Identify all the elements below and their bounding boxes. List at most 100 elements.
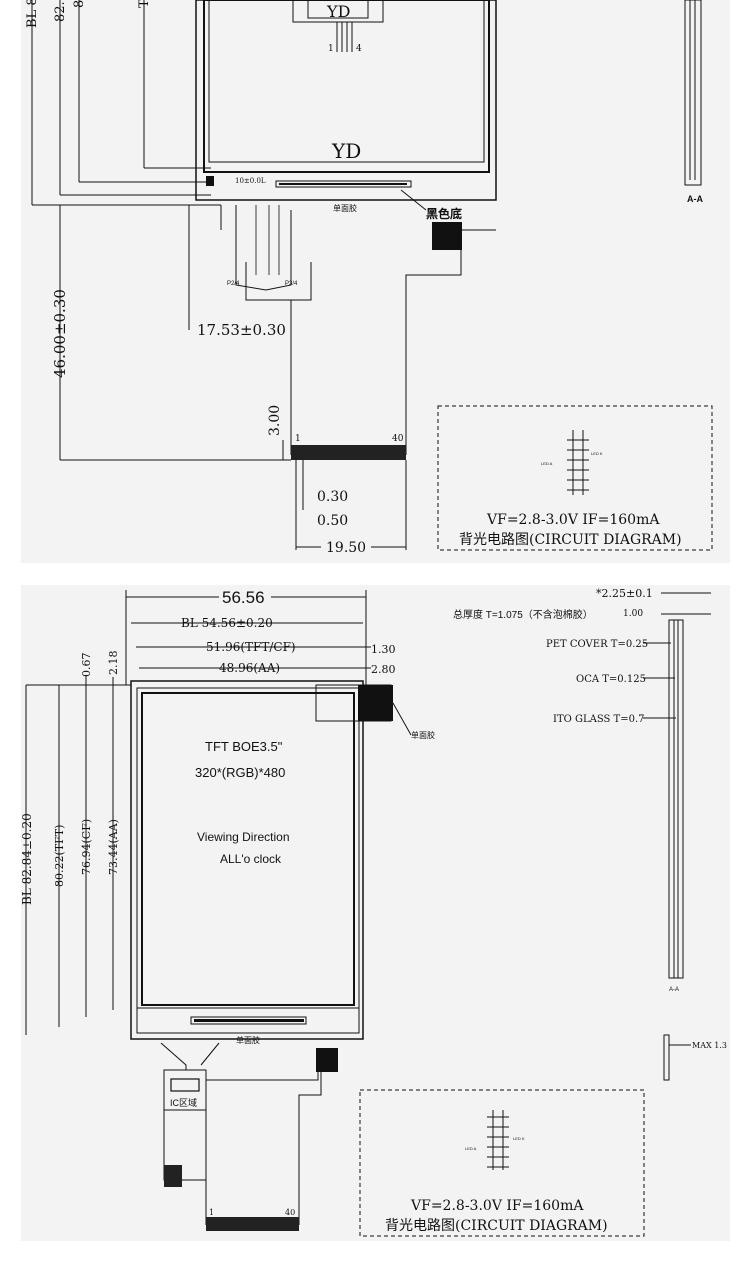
ic-strip-fill: [194, 1019, 304, 1022]
tape-leader: [392, 702, 412, 736]
fpc-pin1: 1: [295, 434, 301, 444]
dim-aa-h-label: 73.44(AA): [107, 819, 120, 875]
top-drawing-panel: BL 8 82. 8 T YD 1 4 YD 10±0.0L 单面胶 黑色底 P…: [21, 0, 730, 563]
label-8: 8: [72, 0, 87, 8]
total-tail-label: 1.00: [623, 609, 643, 619]
yd-pin4: 4: [356, 44, 362, 54]
pitch-label: 10±0.0L: [235, 177, 266, 185]
fpc-connector: [206, 1217, 299, 1231]
dim-1950-label: 19.50: [326, 540, 366, 556]
screen-line1: TFT BOE3.5": [205, 739, 283, 754]
ic-label: IC区域: [170, 1097, 197, 1108]
yd-top-inner: [307, 0, 369, 19]
bottom-ledge: [136, 1007, 360, 1034]
fpc-neck: [160, 1042, 220, 1070]
fpc-pin40: 40: [392, 434, 404, 444]
yd-top-label: YD: [326, 2, 350, 21]
circuit-box: [359, 1089, 645, 1237]
circuit-title: 背光电路图(CIRCUIT DIAGRAM): [385, 1218, 608, 1234]
oca-label: OCA T=0.125: [576, 674, 646, 685]
circuit-title: 背光电路图(CIRCUIT DIAGRAM): [459, 532, 682, 548]
circuit-led-a: LED A: [541, 461, 553, 466]
tft-outline: [136, 687, 360, 1009]
dim-aa-w-label: 48.96(AA): [219, 661, 280, 675]
black-pad: [316, 1048, 338, 1072]
max-label: MAX 1.3: [692, 1041, 727, 1050]
screen-line2: 320*(RGB)*480: [195, 765, 285, 780]
module-outline: [130, 680, 364, 1040]
module-outline: [195, 0, 497, 201]
thickness-225-label: *2.25±0.1: [596, 587, 653, 600]
yd-pin1: 1: [328, 44, 334, 54]
fpc-connector: [291, 445, 406, 460]
yd-top-box: [292, 0, 384, 23]
circuit-box: [437, 405, 713, 551]
fpc-pin40: 40: [285, 1208, 295, 1217]
fpc-neck: [235, 205, 292, 291]
circuit-leds: [567, 439, 589, 491]
fpc-body-right: [298, 1072, 322, 1225]
dim-tft-cf-label: 51.96(TFT/CF): [206, 640, 296, 654]
side-view-outline: [684, 0, 702, 186]
label-t: T: [137, 0, 152, 8]
tape-pad: [358, 685, 393, 721]
fpc-corner: [211, 204, 222, 230]
dim-067-label: 0.67: [80, 653, 93, 678]
top-drawing-svg: BL 8 82. 8 T YD 1 4 YD 10±0.0L 单面胶 黑色底 P…: [25, 0, 713, 556]
side-bottom-part: [663, 1034, 670, 1081]
fpc-pin1: 1: [209, 1208, 214, 1217]
circuit-led-k: LED K: [591, 451, 603, 456]
yd-main-label: YD: [331, 139, 361, 163]
circuit-led-k: LED K: [513, 1136, 525, 1141]
dim-tft-h-label: 80.22(TFT): [53, 825, 66, 887]
screen-line3: Viewing Direction: [197, 830, 290, 844]
screen-line4: ALL'o clock: [220, 852, 282, 866]
label-82: 82.: [53, 1, 68, 22]
active-area: [141, 692, 355, 1006]
dim-width-bg: [219, 587, 271, 605]
ic-chip: [170, 1078, 200, 1092]
black-pad: [432, 222, 462, 250]
tape-label: 单面胶: [411, 730, 435, 740]
dim-width-label: 56.56: [222, 588, 265, 607]
section-label: A-A: [669, 987, 679, 993]
total-thickness-label: 总厚度 T=1.075（不含泡棉胶）: [453, 608, 593, 621]
panel-outline: [203, 0, 490, 173]
fpc-joint: [245, 262, 312, 301]
dim-bl-width-label: BL 54.56±0.20: [181, 616, 273, 630]
dim-17-label: 17.53±0.30: [197, 321, 286, 339]
dim-46-label: 46.00±0.30: [51, 289, 69, 378]
ito-glass-label: ITO GLASS T=0.7: [553, 714, 645, 725]
circuit-vf-if: VF=2.8-3.0V IF=160mA: [410, 1198, 584, 1214]
ic-strip: [275, 180, 412, 188]
circuit-leds: [487, 1116, 509, 1168]
side-view-outline: [668, 619, 684, 979]
bottom-drawing-svg: 56.56 BL 54.56±0.20 51.96(TFT/CF) 1.30 4…: [21, 587, 727, 1237]
black-leader: [400, 189, 427, 211]
section-label: A-A: [687, 194, 703, 204]
tape-label: 单面胶: [333, 203, 357, 213]
fpc-right-tag: P3/4: [285, 281, 298, 287]
label-bl: BL 8: [25, 0, 40, 28]
active-area: [208, 0, 485, 163]
dim-218-label: 2.18: [107, 651, 120, 676]
circuit-vf-if: VF=2.8-3.0V IF=160mA: [486, 512, 660, 528]
fpc-left-tag: P2/4: [227, 281, 240, 287]
dim-cf-h-label: 76.94(CF): [80, 819, 93, 875]
fpc-tail: [290, 250, 462, 455]
dim-bl-height-label: BL 82.84±0.20: [21, 813, 34, 905]
bottom-drawing-panel: 56.56 BL 54.56±0.20 51.96(TFT/CF) 1.30 4…: [21, 585, 730, 1241]
circuit-led-a: LED A: [465, 1146, 477, 1151]
stub-connector: [164, 1165, 182, 1187]
ic-strip: [190, 1016, 307, 1025]
tape-label-2: 单面胶: [236, 1035, 260, 1045]
dim-3-label: 3.00: [267, 405, 283, 436]
pet-cover-label: PET COVER T=0.25: [546, 639, 648, 650]
fpc-stub: [163, 1109, 207, 1181]
black-label: 黑色底: [426, 206, 462, 221]
corner-mark: [206, 176, 214, 186]
dim-050-label: 0.50: [317, 513, 348, 529]
dim-280-label: 2.80: [371, 663, 396, 676]
fpc-traces: [255, 205, 280, 275]
dim-130-label: 1.30: [371, 643, 396, 656]
